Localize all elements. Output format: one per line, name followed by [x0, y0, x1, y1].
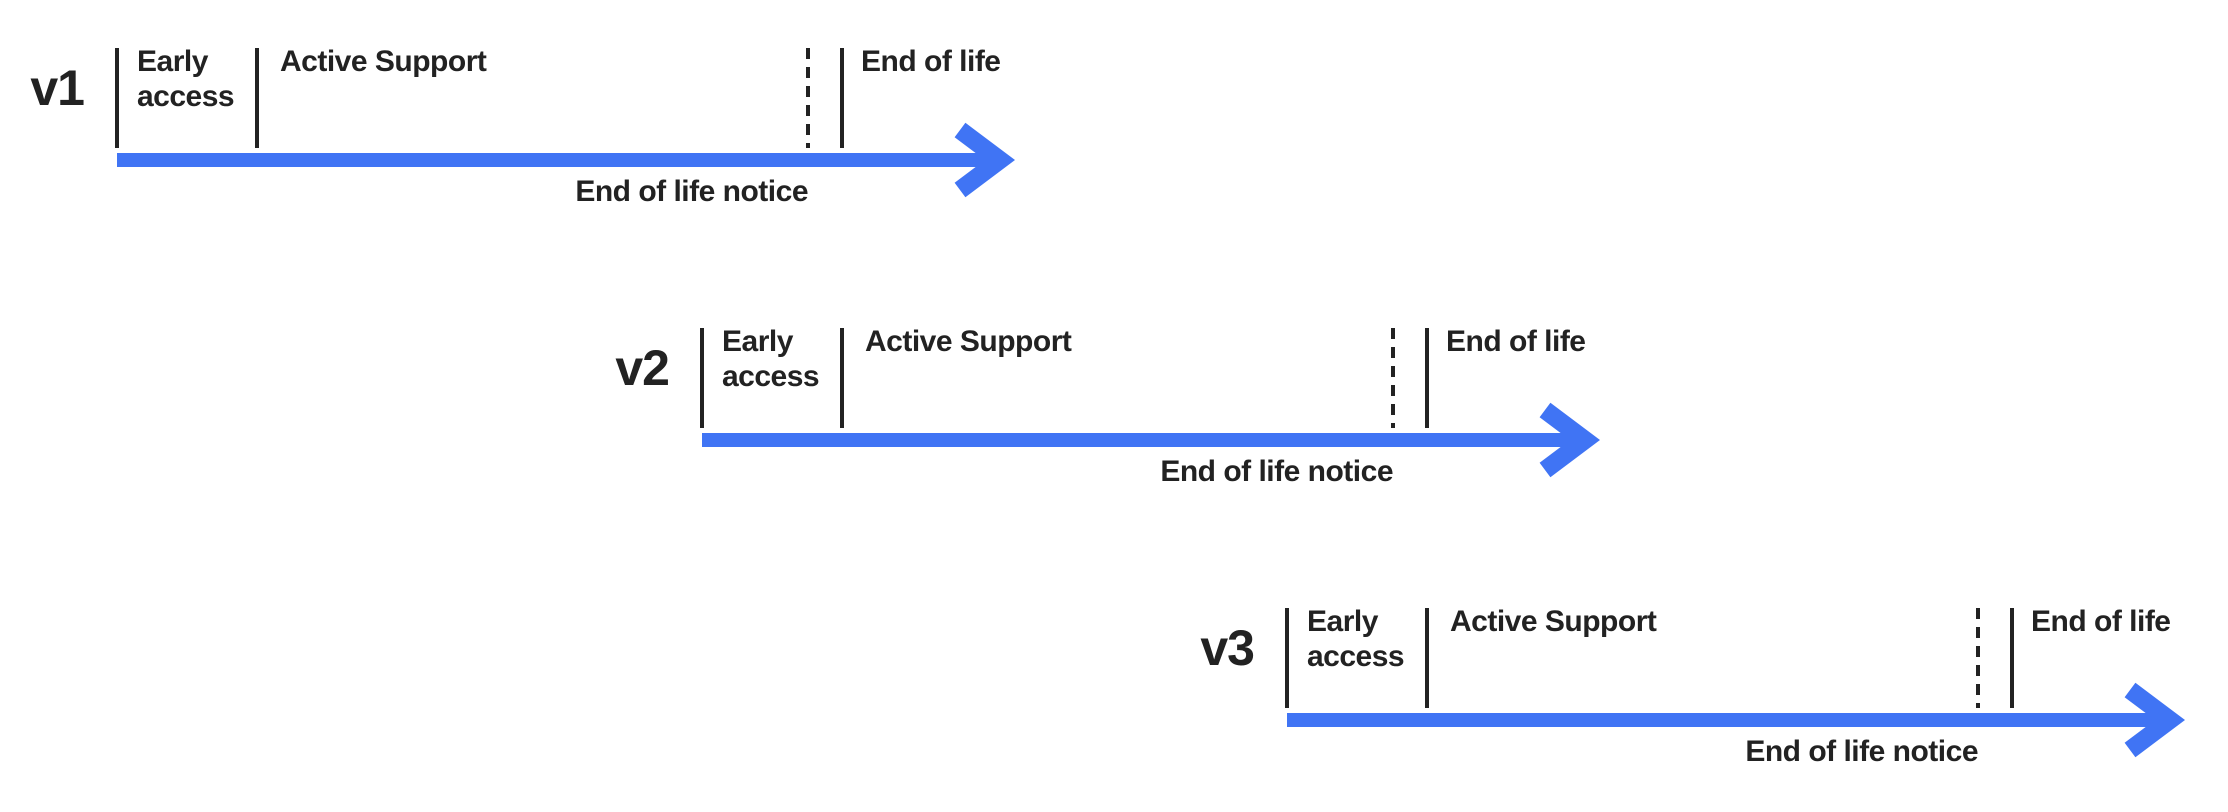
early-access-label: Early access	[1307, 604, 1405, 674]
early-access-label: Early access	[722, 324, 820, 394]
timeline-row-v2: v2 Early access Active Support End of li…	[585, 280, 1685, 520]
early-access-label-line2: access	[722, 360, 820, 393]
early-access-label-line2: access	[137, 80, 235, 113]
arrowhead-icon	[1539, 402, 1600, 478]
version-label: v2	[615, 340, 670, 396]
arrowhead-icon	[954, 122, 1015, 198]
early-access-label-line2: access	[1307, 640, 1405, 673]
timeline-row-v1: v1 Early access Active Support End of li…	[0, 0, 1100, 240]
active-support-label: Active Support	[1450, 605, 1657, 638]
timeline-graphics	[115, 48, 1015, 198]
early-access-label-line1: Early	[722, 325, 793, 358]
end-of-life-notice-label: End of life notice	[1745, 735, 1978, 768]
end-of-life-notice-label: End of life notice	[1160, 455, 1393, 488]
version-label: v1	[30, 60, 85, 116]
timeline-row-v3: v3 Early access Active Support End of li…	[1170, 560, 2228, 800]
timeline-graphics	[700, 328, 1600, 478]
version-label: v3	[1200, 620, 1255, 676]
early-access-label-line1: Early	[1307, 605, 1378, 638]
end-of-life-label: End of life	[861, 45, 1001, 78]
end-of-life-label: End of life	[2031, 605, 2171, 638]
arrowhead-icon	[2124, 682, 2185, 758]
early-access-label: Early access	[137, 44, 235, 114]
active-support-label: Active Support	[280, 45, 487, 78]
active-support-label: Active Support	[865, 325, 1072, 358]
end-of-life-label: End of life	[1446, 325, 1586, 358]
timeline-graphics	[1285, 608, 2185, 758]
early-access-label-line1: Early	[137, 45, 208, 78]
end-of-life-notice-label: End of life notice	[575, 175, 808, 208]
